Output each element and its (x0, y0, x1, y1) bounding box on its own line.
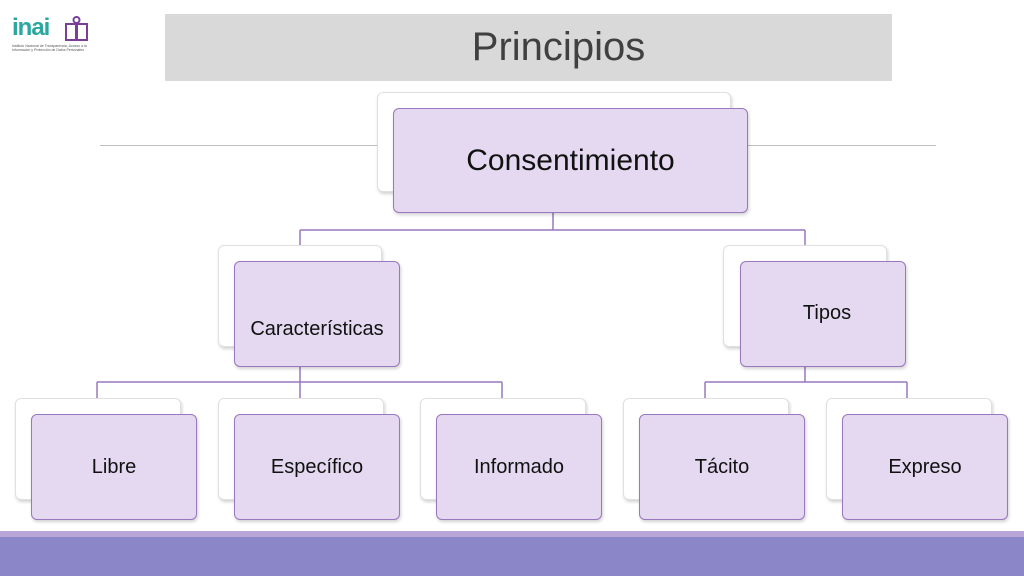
node-especifico: Específico (234, 414, 400, 520)
node-libre: Libre (31, 414, 197, 520)
node-consentimiento: Consentimiento (393, 108, 748, 213)
page-title: Principios (471, 25, 646, 69)
title-bar: Principios (165, 14, 892, 81)
node-tacito: Tácito (639, 414, 805, 520)
node-caracteristicas: Características (234, 261, 400, 367)
footer-bar (0, 537, 1024, 576)
logo-wordmark: inai (12, 14, 50, 41)
logo-subtitle: Instituto Nacional de Transparencia, Acc… (12, 44, 87, 52)
node-expreso: Expreso (842, 414, 1008, 520)
logo-book-icon (65, 16, 88, 41)
node-tipos: Tipos (740, 261, 906, 367)
footer-accent (0, 531, 1024, 537)
inai-logo: inai Instituto Nacional de Transparencia… (10, 14, 92, 58)
node-informado: Informado (436, 414, 602, 520)
